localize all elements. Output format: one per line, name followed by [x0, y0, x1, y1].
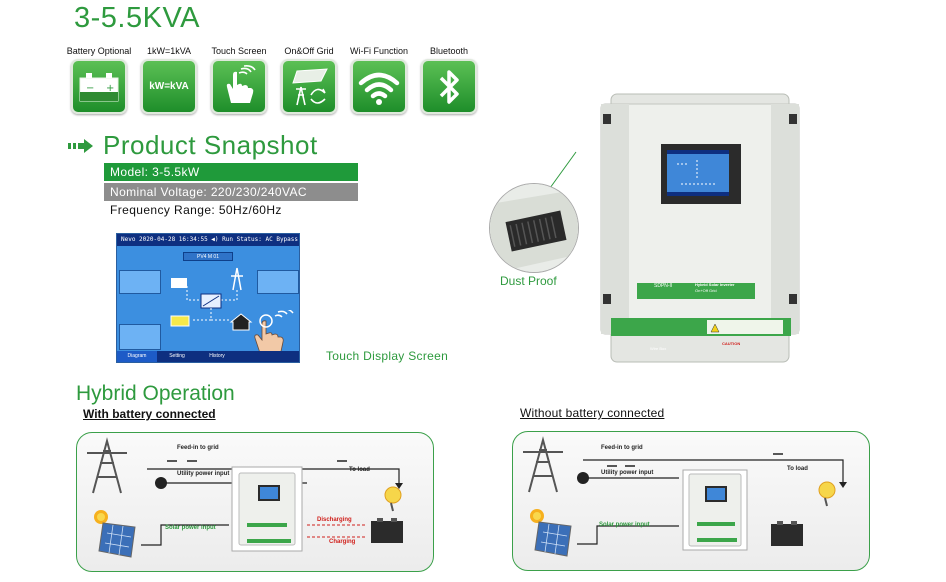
lcd-tab-bar: Diagram Setting History — [117, 351, 299, 362]
inverter-model-badge: SDPN-II — [654, 283, 673, 289]
feature-label: Wi-Fi Function — [349, 46, 408, 56]
voltage-bar: Nominal Voltage: 220/230/240VAC — [104, 183, 358, 201]
feature-label: On&Off Grid — [284, 46, 334, 56]
lcd-tab-setting[interactable]: Setting — [169, 353, 185, 359]
feature-list: Battery Optional − + 1kW=1kVA kW=kVA Tou… — [66, 45, 480, 114]
lcd-screen-image: Nevo 2020-04-28 16:34:55 ◀) Run Status: … — [116, 233, 300, 363]
feature-kw-kva: 1kW=1kVA kW=kVA — [138, 45, 200, 114]
hybrid-operation-title: Hybrid Operation — [76, 382, 235, 405]
feature-label: Battery Optional — [66, 46, 132, 56]
lcd-pv-label: PV4 M 01 — [183, 252, 233, 261]
inverter-caution-label: CAUTION — [722, 341, 741, 346]
diagram-without-battery: Feed-in to grid Utility power input To l… — [512, 431, 870, 571]
model-bar: Model: 3-5.5kW — [104, 163, 358, 181]
with-battery-heading: With battery connected — [83, 407, 216, 421]
feed-in-label: Feed-in to grid — [177, 445, 219, 451]
touch-hand-icon — [211, 59, 267, 114]
bluetooth-icon — [421, 59, 477, 114]
grid-tower-icon — [281, 59, 337, 114]
lcd-battery-readout — [119, 324, 161, 350]
frequency-text: Frequency Range: 50Hz/60Hz — [110, 203, 282, 217]
inverter-product-image — [600, 93, 800, 363]
feature-bluetooth: Bluetooth — [418, 45, 480, 114]
kw-kva-icon: kW=kVA — [141, 59, 197, 114]
lcd-status-bar: Nevo 2020-04-28 16:34:55 ◀) Run Status: … — [117, 234, 299, 246]
feed-in-label: Feed-in to grid — [601, 445, 643, 451]
feature-on-off-grid: On&Off Grid — [278, 45, 340, 114]
to-load-label: To load — [349, 467, 370, 473]
feature-touch-screen: Touch Screen — [208, 45, 270, 114]
solar-input-label: Solar power input — [165, 525, 216, 531]
battery-icon: − + — [71, 59, 127, 114]
flow-lines-with-battery — [87, 437, 403, 558]
lcd-tab-history[interactable]: History — [209, 353, 225, 359]
inverter-badge-text: Hybrid Solar Inverter — [695, 282, 735, 287]
lcd-flow-diagram — [170, 267, 253, 331]
arrow-right-icon — [68, 139, 93, 153]
flow-lines-without-battery — [523, 436, 847, 557]
feature-label: Touch Screen — [211, 46, 267, 56]
feature-wifi: Wi-Fi Function — [348, 45, 410, 114]
discharging-label: Discharging — [317, 517, 352, 523]
callout-line — [549, 151, 577, 189]
wifi-icon — [351, 59, 407, 114]
inverter-wire-box-label: Wire Box — [650, 346, 667, 351]
feature-battery: Battery Optional − + — [66, 45, 132, 114]
charging-label: Charging — [329, 539, 356, 545]
lcd-pv-readout — [119, 270, 161, 294]
feature-label: 1kW=1kVA — [146, 46, 192, 56]
utility-input-label: Utility power input — [177, 471, 230, 477]
svg-text:+: + — [106, 83, 114, 94]
touch-display-label: Touch Display Screen — [326, 349, 449, 363]
diagram-with-battery: Feed-in to grid Utility power input To l… — [76, 432, 434, 572]
snapshot-title: Product Snapshot — [103, 130, 318, 160]
lcd-grid-readout — [257, 270, 299, 294]
to-load-label: To load — [787, 466, 808, 472]
dust-proof-label: Dust Proof — [500, 274, 557, 288]
svg-text:−: − — [86, 83, 94, 94]
inverter-badge-subtext: On+Off Grid — [695, 288, 717, 293]
dust-proof-zoom-image — [489, 183, 579, 273]
without-battery-heading: Without battery connected — [520, 406, 665, 420]
utility-input-label: Utility power input — [601, 470, 654, 476]
lcd-tab-diagram[interactable]: Diagram — [117, 351, 157, 362]
kw-kva-text: kW=kVA — [149, 81, 189, 92]
feature-label: Bluetooth — [429, 46, 469, 56]
page-title: 3-5.5KVA — [74, 2, 200, 34]
solar-input-label: Solar power input — [599, 522, 650, 528]
touch-hand-icon — [254, 310, 294, 357]
